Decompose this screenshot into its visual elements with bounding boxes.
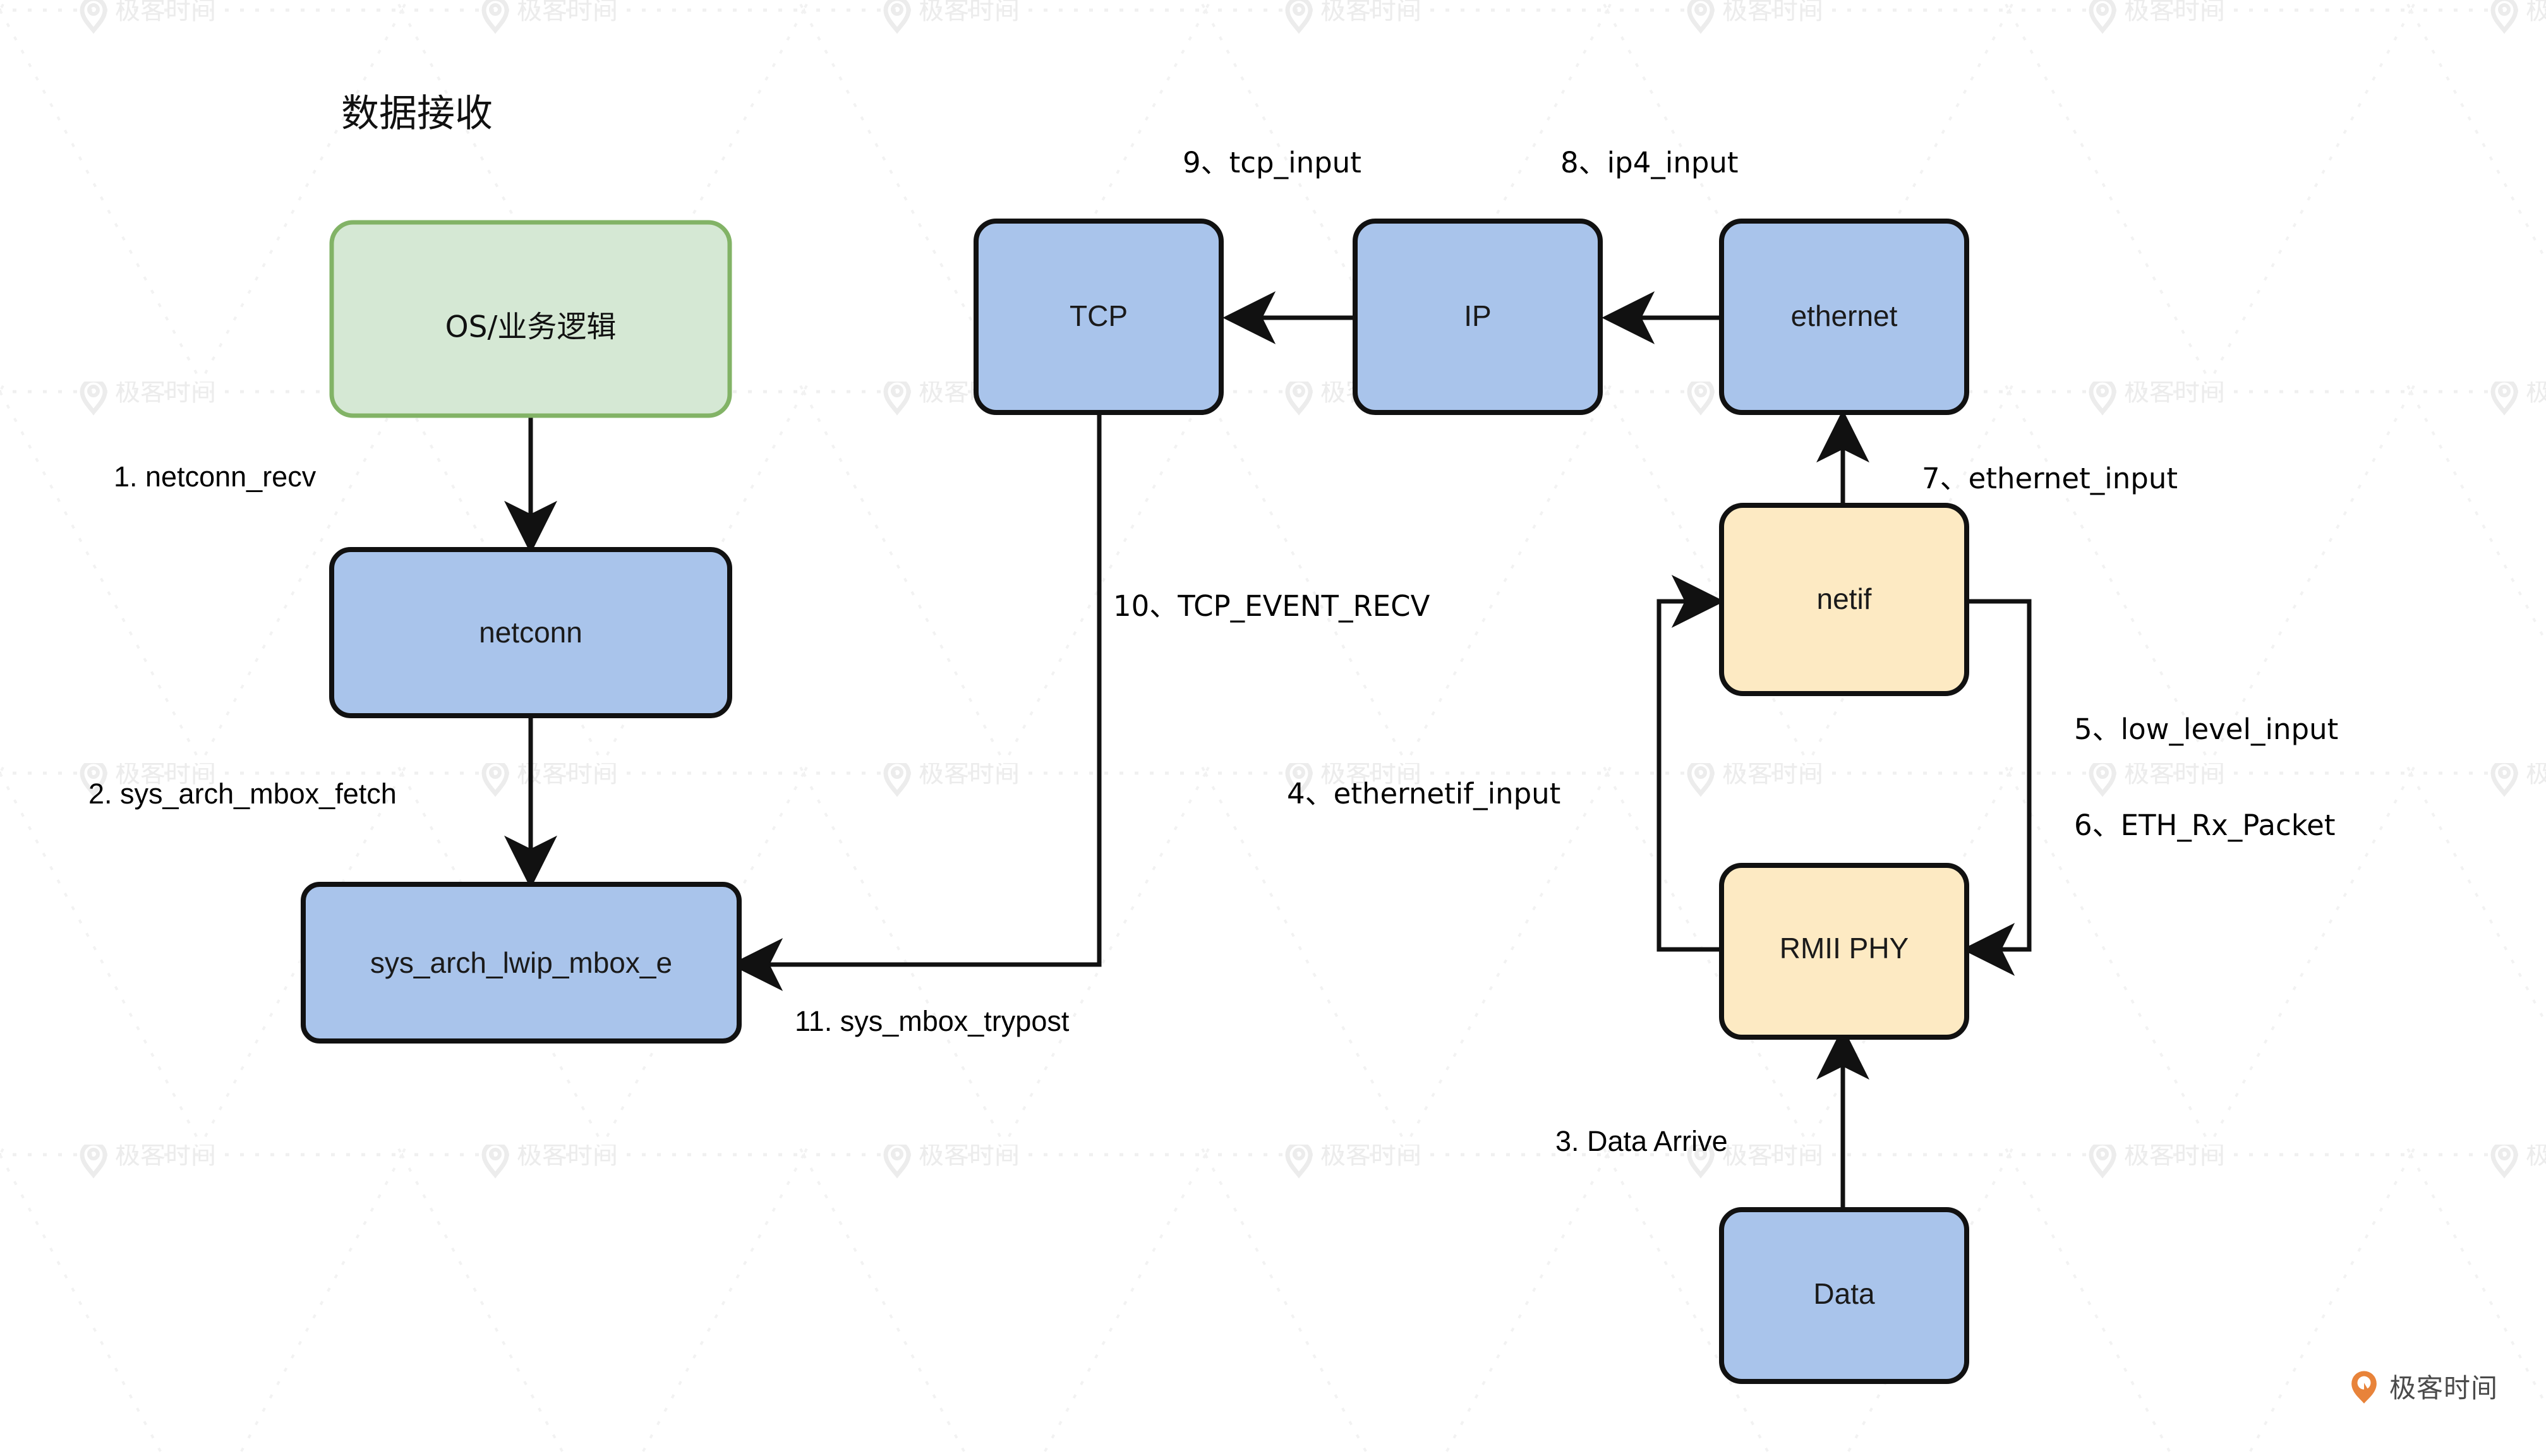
edge-label-6: 6、ETH_Rx_Packet xyxy=(2074,809,2336,842)
node-os-business-logic-label: OS/业务逻辑 xyxy=(445,310,617,345)
edge-label-10: 10、TCP_EVENT_RECV xyxy=(1113,589,1430,623)
geekbang-pin-icon xyxy=(2351,1371,2377,1404)
node-rmii-phy-label: RMII PHY xyxy=(1780,932,1909,965)
node-netconn-label: netconn xyxy=(479,616,582,649)
node-data-label: Data xyxy=(1813,1277,1875,1310)
edge-label-2: 2. sys_arch_mbox_fetch xyxy=(88,778,397,810)
node-ethernet[interactable]: ethernet xyxy=(1719,219,1969,415)
edge-4-ethernetif-input xyxy=(1656,575,1725,952)
node-os-business-logic[interactable]: OS/业务逻辑 xyxy=(329,220,732,418)
node-ip[interactable]: IP xyxy=(1353,219,1603,415)
node-tcp-label: TCP xyxy=(1070,299,1128,332)
brand-logo: 极客时间 xyxy=(2346,1367,2498,1405)
edge-label-8: 8、ip4_input xyxy=(1560,146,1739,179)
node-ethernet-label: ethernet xyxy=(1791,299,1898,332)
edge-label-1: 1. netconn_recv xyxy=(114,460,317,493)
node-data[interactable]: Data xyxy=(1719,1207,1969,1384)
node-tcp[interactable]: TCP xyxy=(974,219,1224,415)
node-rmii-phy[interactable]: RMII PHY xyxy=(1719,863,1969,1040)
edge-5-6-low-level-input xyxy=(1962,599,2032,976)
node-ip-label: IP xyxy=(1464,299,1491,332)
node-netif-label: netif xyxy=(1817,582,1872,615)
node-netconn[interactable]: netconn xyxy=(329,547,732,718)
edge-label-3: 3. Data Arrive xyxy=(1555,1125,1728,1157)
page-title: 数据接收 xyxy=(341,92,493,136)
edge-label-11: 11. sys_mbox_trypost xyxy=(795,1005,1070,1037)
node-netif[interactable]: netif xyxy=(1719,503,1969,696)
edge-label-5: 5、low_level_input xyxy=(2074,713,2338,746)
edge-label-4: 4、ethernetif_input xyxy=(1287,777,1560,810)
node-sys-arch-lwip-mbox-e[interactable]: sys_arch_lwip_mbox_e xyxy=(301,882,742,1044)
edge-10-11-tcp-to-mbox xyxy=(730,412,1102,991)
brand-name: 极客时间 xyxy=(2389,1373,2499,1404)
node-sys-arch-lwip-mbox-e-label: sys_arch_lwip_mbox_e xyxy=(370,946,672,979)
edge-label-7: 7、ethernet_input xyxy=(1922,462,2178,495)
edge-label-9: 9、tcp_input xyxy=(1183,146,1361,179)
